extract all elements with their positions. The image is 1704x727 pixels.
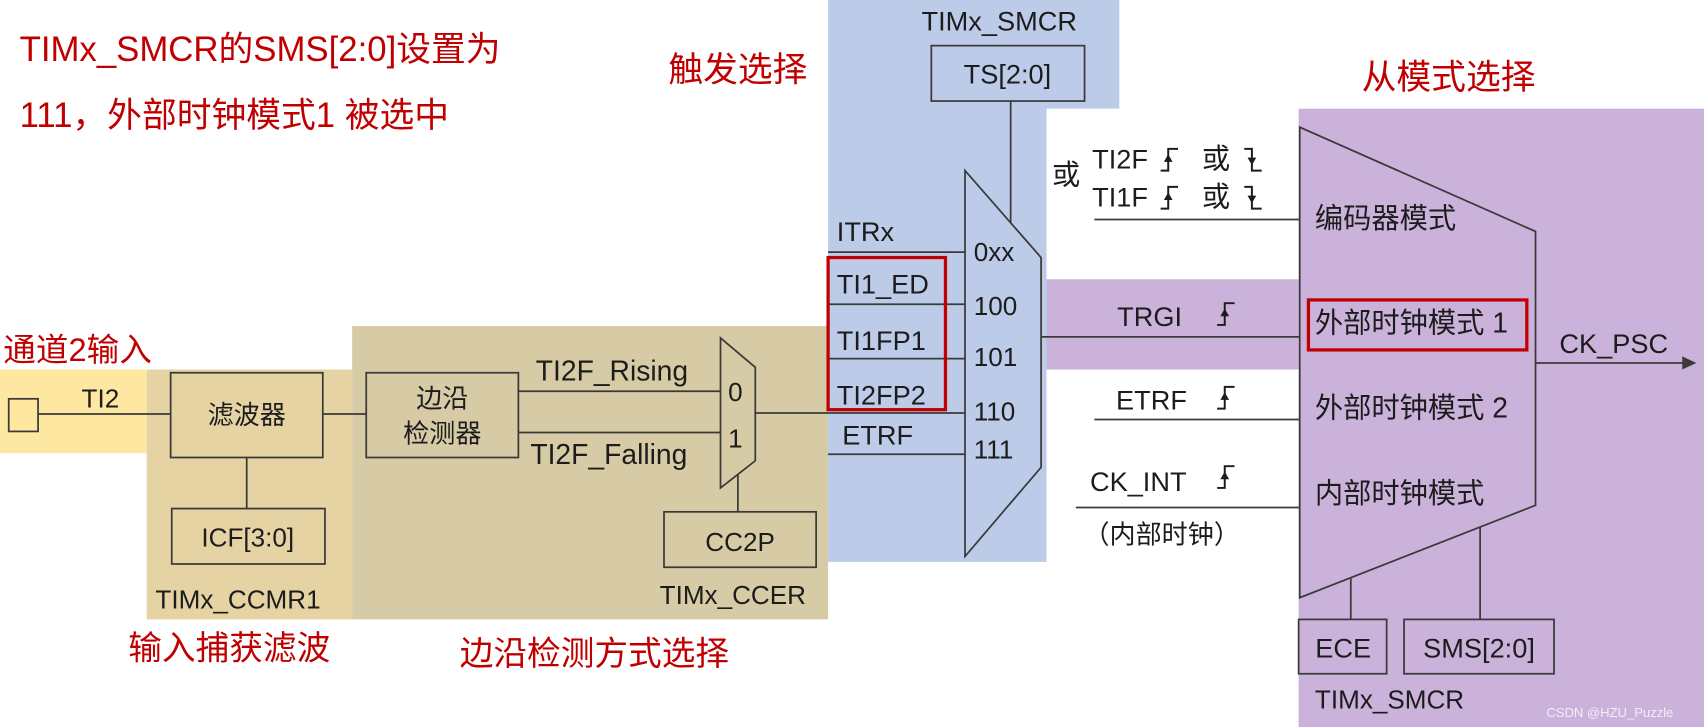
icf-label: ICF[3:0] <box>201 523 294 553</box>
external-clock-mode1-highlight <box>1306 298 1529 352</box>
trigger-select-region <box>828 0 1120 562</box>
trigger-code-0xx: 0xx <box>974 237 1015 267</box>
rising-edge-arrow <box>1163 154 1173 162</box>
rising-edge-arrow <box>1220 471 1230 480</box>
edge-detector-label-line2: 检测器 <box>403 418 481 448</box>
trigger-code-100: 100 <box>974 291 1018 321</box>
ti1f-encoder-label: TI1F <box>1092 181 1148 212</box>
ti2fp2-label: TI2FP2 <box>837 379 926 410</box>
icf-box <box>170 507 326 565</box>
sms-setting-line1: TIMx_SMCR的SMS[2:0]设置为 <box>20 30 501 69</box>
watermark: CSDN @HZU_Puzzle <box>1546 705 1673 720</box>
trigger-code-101: 101 <box>974 342 1018 372</box>
falling-edge-icon <box>1244 147 1262 172</box>
slave-mode-internal-clock: 内部时钟模式 <box>1315 477 1485 509</box>
ti2-pin-label: TI2 <box>82 384 120 414</box>
ece-box <box>1297 618 1388 675</box>
etrf-trigger-label: ETRF <box>842 419 913 450</box>
filter-label: 滤波器 <box>208 400 286 430</box>
ti2f-encoder-label: TI2F <box>1092 143 1148 174</box>
polarity-mux-input1: 1 <box>728 424 743 454</box>
slave-mode-external-clock-2: 外部时钟模式 2 <box>1315 391 1508 423</box>
input-filter-region <box>146 369 353 620</box>
ck-psc-label: CK_PSC <box>1559 328 1668 359</box>
ti2f-falling-label: TI2F_Falling <box>530 438 687 470</box>
slave-mode-encoder: 编码器模式 <box>1315 202 1456 234</box>
polarity-mux-input0: 0 <box>728 377 743 407</box>
rising-edge-icon <box>1160 185 1179 210</box>
edge-detect-select-title: 边沿检测方式选择 <box>460 635 729 673</box>
ts-label: TS[2:0] <box>964 59 1052 90</box>
falling-edge-icon <box>1244 185 1262 210</box>
rising-edge-arrow <box>1220 392 1230 400</box>
rising-edge-arrow <box>1163 192 1173 200</box>
slave-mode-select-title: 从模式选择 <box>1362 58 1536 97</box>
slave-mode-mux <box>1298 125 1537 599</box>
sms-setting-line2: 111，外部时钟模式1 被选中 <box>20 96 450 135</box>
input-capture-filter-title: 输入捕获滤波 <box>128 630 330 668</box>
edge-detector-label-line1: 边沿 <box>416 384 468 414</box>
slave-mode-external-clock-1: 外部时钟模式 1 <box>1315 307 1508 339</box>
ece-label: ECE <box>1315 632 1371 663</box>
etrf-slave-label: ETRF <box>1116 385 1187 416</box>
rising-edge-icon <box>1217 465 1235 489</box>
ti2f-or-label: 或 <box>1202 142 1230 174</box>
cc2p-label: CC2P <box>705 527 775 557</box>
ti2-pin-box <box>7 397 39 433</box>
rising-edge-arrow <box>1220 308 1230 317</box>
channel-input-region <box>0 369 147 454</box>
trigger-mux <box>964 168 1042 559</box>
channel2-input-title: 通道2输入 <box>3 331 152 368</box>
trigger-register-label: TIMx_SMCR <box>922 5 1077 36</box>
edge-detect-region <box>352 326 829 620</box>
ccmr1-register-label: TIMx_CCMR1 <box>155 585 320 615</box>
slave-register-label: TIMx_SMCR <box>1315 685 1464 715</box>
falling-edge-arrow <box>1247 195 1257 204</box>
trigger-select-title: 触发选择 <box>668 51 807 90</box>
sms-box <box>1403 618 1555 675</box>
ts-box <box>930 44 1086 102</box>
ti1fp1-label: TI1FP1 <box>837 325 926 356</box>
polarity-mux <box>719 336 757 490</box>
trigger-code-111: 111 <box>974 435 1014 465</box>
trgi-label: TRGI <box>1117 301 1182 332</box>
rising-edge-icon <box>1160 147 1179 172</box>
ck-int-label: CK_INT <box>1090 466 1187 497</box>
cc2p-box <box>663 510 818 569</box>
sms-label: SMS[2:0] <box>1423 632 1535 663</box>
ccer-register-label: TIMx_CCER <box>660 580 806 610</box>
trigger-code-110: 110 <box>974 397 1016 427</box>
edge-detector-box <box>365 371 520 459</box>
falling-edge-arrow <box>1247 157 1257 166</box>
ti2f-rising-label: TI2F_Rising <box>536 354 688 386</box>
encoder-or-label: 或 <box>1052 159 1080 191</box>
rising-edge-icon <box>1217 302 1235 326</box>
trigger-inputs-highlight <box>826 255 948 412</box>
rising-edge-icon <box>1217 385 1235 410</box>
itrx-label: ITRx <box>837 216 895 247</box>
ck-psc-arrow-icon <box>1682 356 1697 370</box>
trgi-band <box>1046 279 1300 370</box>
ti1f-or-label: 或 <box>1202 180 1230 212</box>
ck-int-note: （内部时钟） <box>1083 519 1239 549</box>
slave-mode-region <box>1298 108 1704 727</box>
ti1-ed-label: TI1_ED <box>837 268 929 299</box>
